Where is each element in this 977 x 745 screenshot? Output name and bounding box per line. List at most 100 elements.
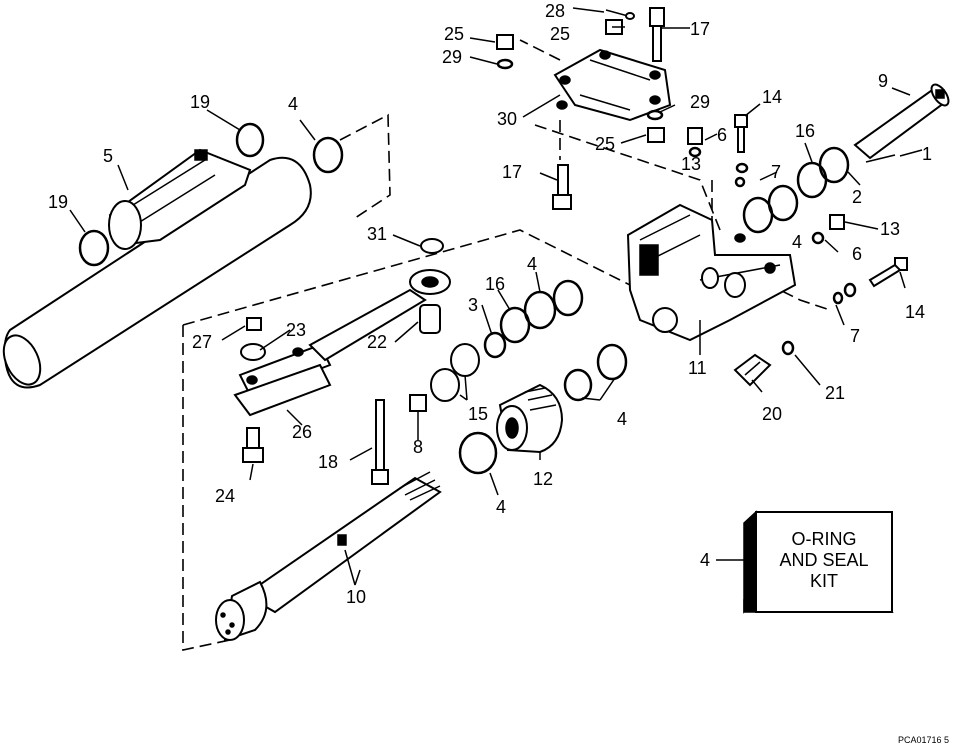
ring-21 [781,340,795,356]
callout: 25 [595,134,615,154]
ring-19-top [235,122,265,158]
callout: 13 [681,154,701,174]
callout: 1 [922,144,932,164]
washer-15-a [430,368,460,402]
callout: 14 [905,302,925,322]
callout: 28 [545,1,565,21]
piston-12 [496,383,564,454]
callout: 4 [288,94,298,114]
kit-line-2: AND SEAL [779,550,868,570]
callout: 23 [286,320,306,340]
pin-28 [605,9,635,20]
callout: 29 [690,92,710,112]
callout: 21 [825,383,845,403]
callout: 14 [762,87,782,107]
ring-2 [818,146,850,184]
callout: 5 [103,146,113,166]
kit-line-3: KIT [810,571,838,591]
callout: 3 [468,295,478,315]
assembly-dashed-lines [182,39,831,651]
callout: 19 [190,92,210,112]
callout: 16 [795,121,815,141]
callout: 31 [367,224,387,244]
nut-8 [409,394,427,412]
pin-1 [865,154,896,163]
callout: 18 [318,452,338,472]
callout: 15 [468,404,488,424]
diagram-code: PCA01716 5 [898,735,949,745]
callout: 10 [346,587,366,607]
callout: 7 [771,162,781,182]
callout: 20 [762,404,782,424]
callout: 6 [717,125,727,145]
nut-27 [246,317,262,331]
rod-arm-26 [233,269,451,417]
washer-23 [240,343,266,361]
washer-31 [420,238,444,254]
ring-16-mid [499,306,531,344]
callout: 17 [502,162,522,182]
ring-4-low-a [563,368,593,402]
plug-13-right [829,214,845,230]
callout-labels: 28 25 17 25 29 9 30 29 14 19 4 5 25 13 6… [48,1,932,607]
bolt-17-mid [552,164,572,210]
oring-6-top [688,146,702,158]
ring-16-right [796,161,828,199]
callout: 4 [792,232,802,252]
callout: 8 [413,437,423,457]
callout: 4 [496,497,506,517]
screw-14-right [868,257,908,288]
ring-4-right-b [742,196,774,234]
bolt-18 [371,399,389,485]
callout: 22 [367,332,387,352]
callout: 4 [700,550,710,570]
callout: 29 [442,47,462,67]
callout: 2 [852,187,862,207]
callout: 25 [444,24,464,44]
callout: 13 [880,219,900,239]
ring-4-mid-a [523,290,557,330]
bolt-17-top [649,7,665,62]
ring-19-left [78,229,110,267]
ring-4-low-b [596,343,628,381]
cylinder-part [2,148,312,389]
oring-6b-right [843,282,857,298]
ring-3 [483,331,507,359]
oring-6-right [811,231,825,245]
callout: 30 [497,109,517,129]
oring-7b-top [734,176,746,188]
screw-14-top [734,114,748,153]
plug-13-top [687,127,703,145]
callout: 12 [533,469,553,489]
leader-lines [69,7,923,586]
callout: 11 [688,358,707,378]
callout: 7 [850,326,860,346]
oring-7-right [832,291,844,305]
screw-24 [242,427,264,463]
oring-seal-kit-box: O-RING AND SEAL KIT [743,510,894,614]
ring-4-top [312,136,344,174]
callout: 4 [617,409,627,429]
callout: 25 [550,24,570,44]
fitting-20 [733,353,772,387]
callout: 4 [527,254,537,274]
washer-15-b [450,343,480,377]
callout: 9 [878,71,888,91]
shaft-9 [853,83,950,160]
callout: 26 [292,422,312,442]
callout: 17 [690,19,710,39]
valve-body-11 [626,203,797,342]
callout: 19 [48,192,68,212]
ring-4-bottom [458,431,498,475]
rod-10 [215,471,442,642]
ring-4-mid-b [552,279,584,317]
oring-7-top [735,162,749,174]
callout: 24 [215,486,235,506]
spacer-22 [419,304,441,334]
callout: 16 [485,274,505,294]
kit-line-1: O-RING [792,529,857,549]
callout: 27 [192,332,212,352]
bracket-part [553,48,672,122]
